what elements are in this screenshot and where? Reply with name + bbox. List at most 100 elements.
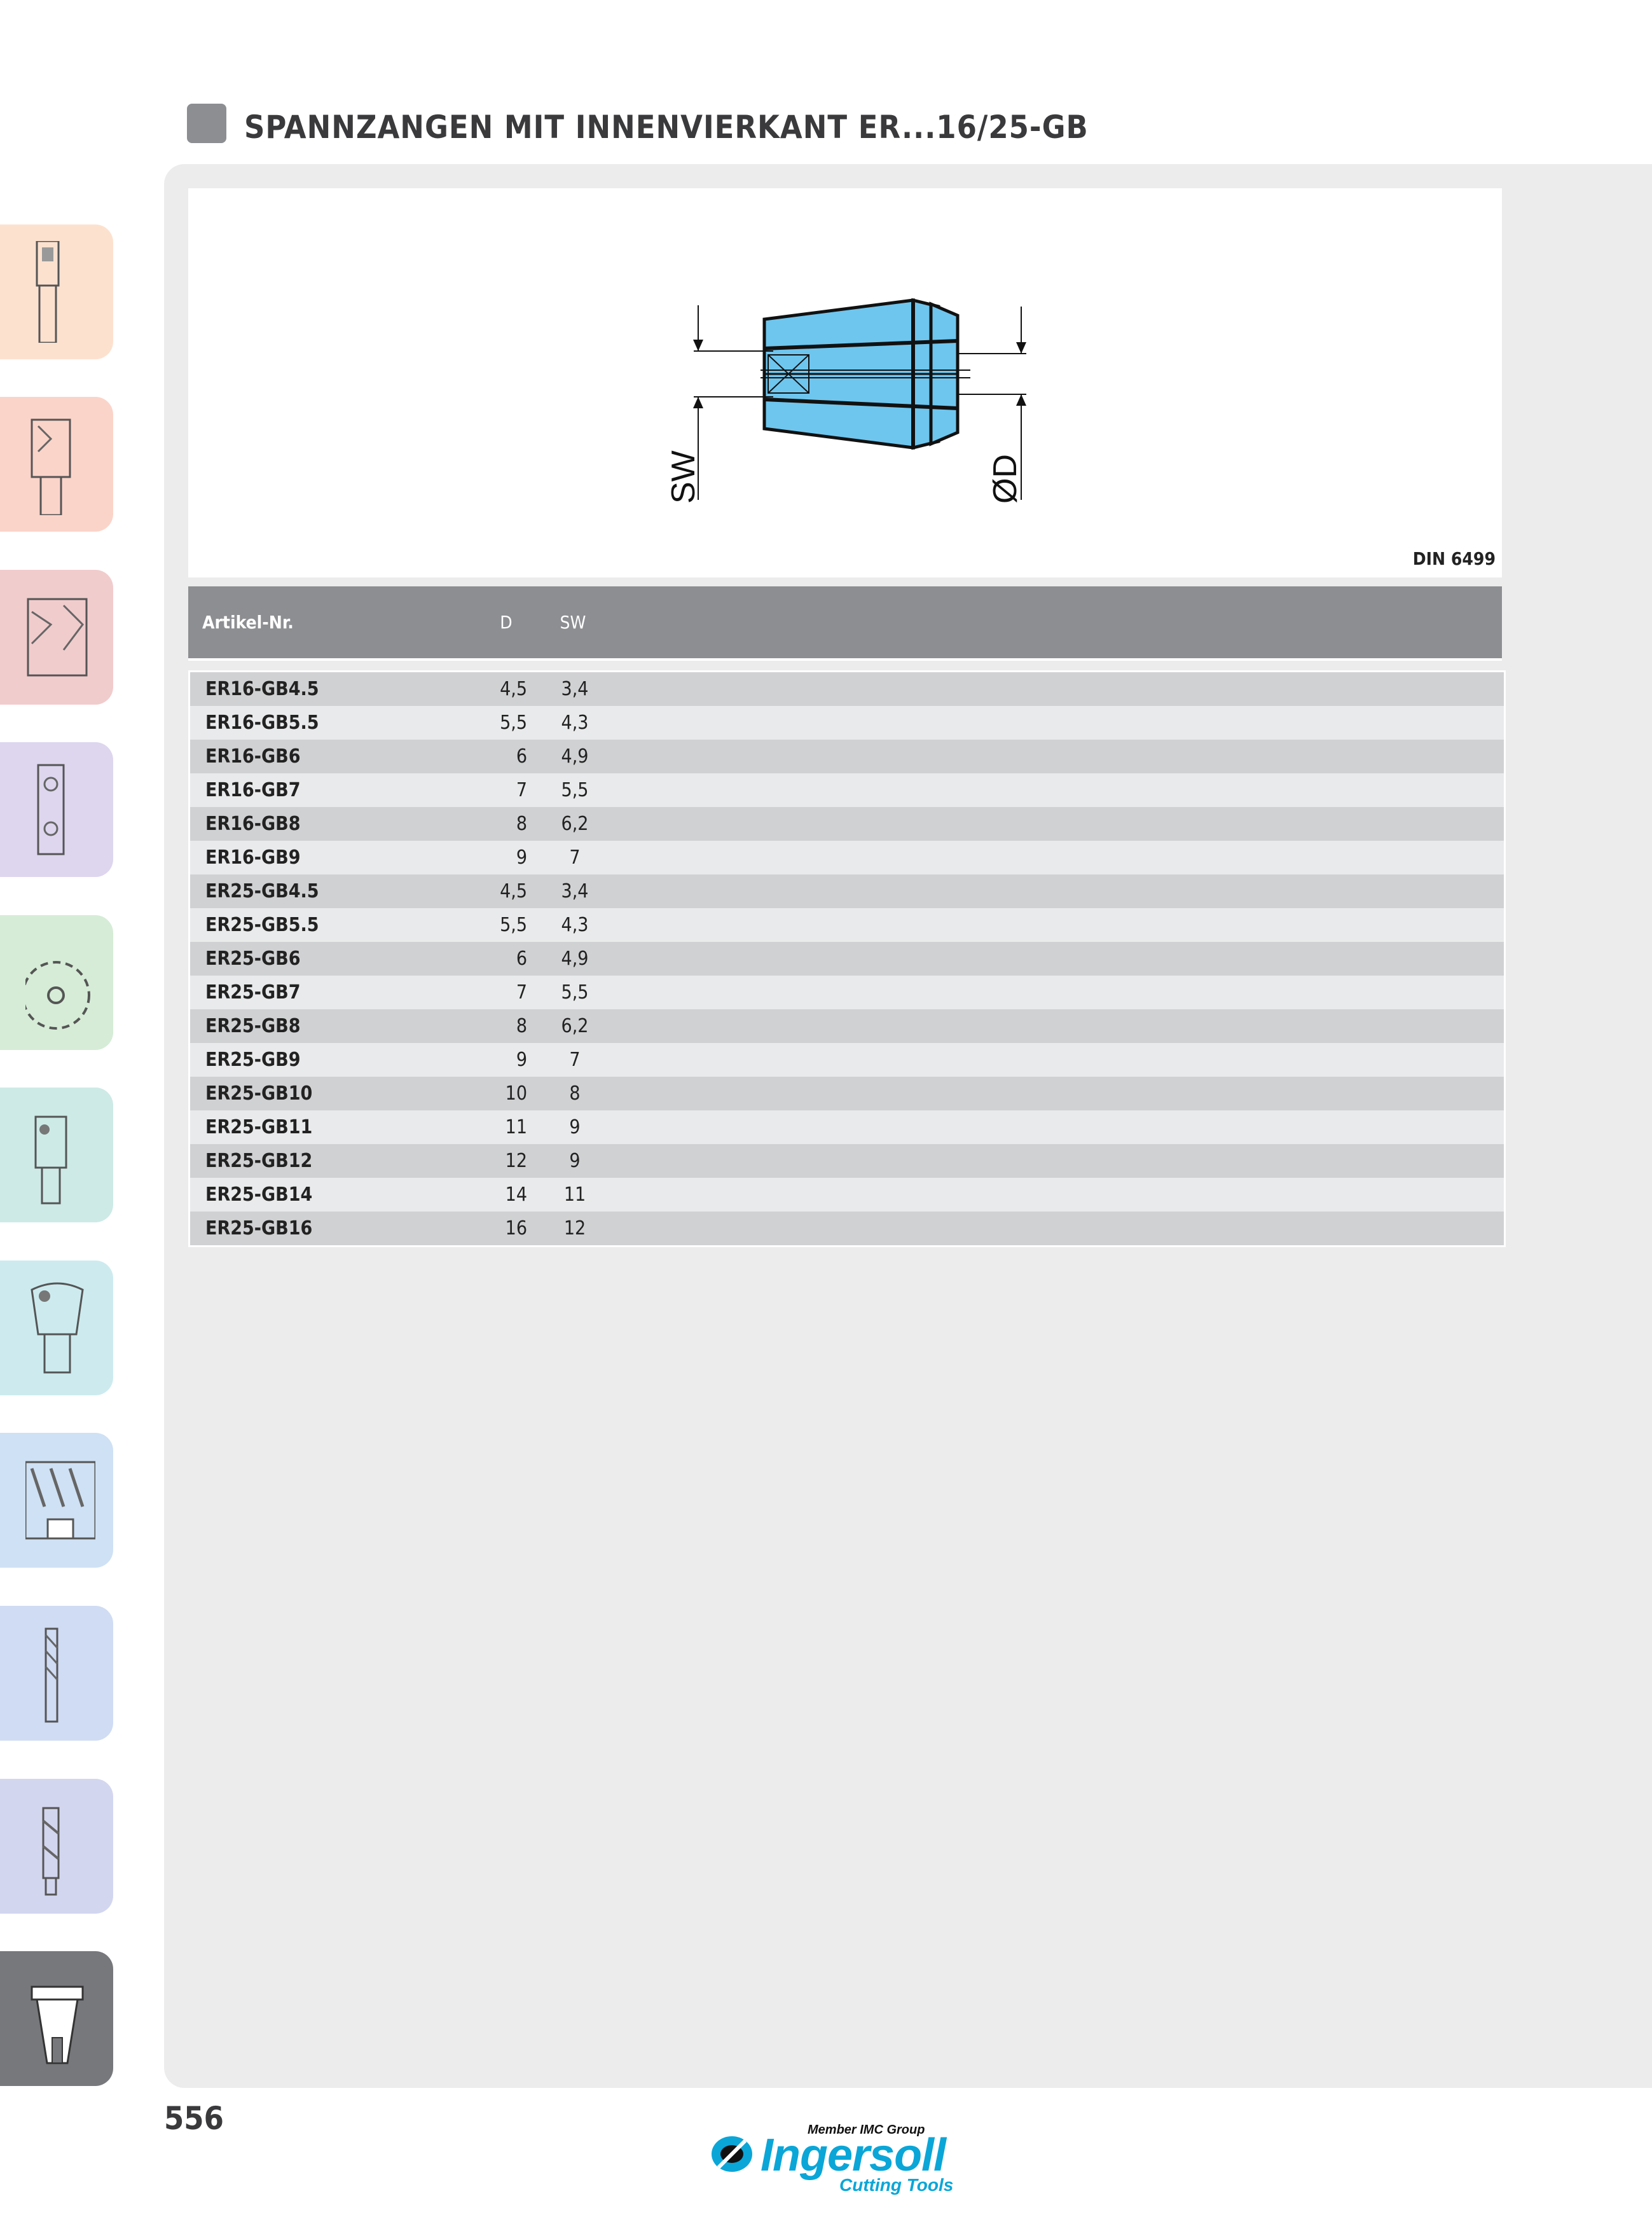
cell-article: ER16-GB8 [205,813,301,835]
cell-d: 10 [505,1082,527,1105]
end-mill-icon [36,241,60,343]
cell-sw: 9 [569,1150,581,1172]
cell-article: ER25-GB9 [205,1049,301,1071]
din-standard-label: DIN 6499 [1412,548,1496,569]
solid-carbide-drill-icon [45,1627,59,1723]
cell-sw: 4,9 [561,745,589,768]
cell-article: ER25-GB11 [205,1116,313,1138]
cell-d: 6 [516,745,527,768]
logo-sub: Cutting Tools [839,2175,954,2195]
table-row: ER25-GB6 6 4,9 [190,942,1504,976]
slot-mill-icon [37,764,65,855]
table-row: ER25-GB14 14 11 [190,1178,1504,1212]
cell-sw: 7 [569,1049,581,1071]
cell-article: ER25-GB8 [205,1015,301,1037]
cell-d: 5,5 [500,914,527,936]
sidebar-tab-shell-mills[interactable] [0,397,113,532]
page-number: 556 [164,2100,224,2137]
article-table: ER16-GB4.5 4,5 3,4 ER16-GB5.5 5,5 4,3 ER16-G… [188,670,1506,1247]
ingersoll-logo-mark-icon [712,2136,752,2172]
tool-holder-icon [31,1986,84,2064]
table-row: ER25-GB11 11 9 [190,1110,1504,1144]
table-row: ER25-GB12 12 9 [190,1144,1504,1178]
sidebar-tab-slot-mills[interactable] [0,742,113,877]
ingersoll-logo: Member IMC Group Ingersoll Cutting Tools [710,2123,977,2195]
cell-sw: 3,4 [561,880,589,902]
cell-sw: 6,2 [561,813,589,835]
sidebar-tab-indexable-end-mills[interactable] [0,1088,113,1222]
technical-drawing: SW ØD DIN 6499 [188,188,1502,577]
cell-d: 12 [505,1150,527,1172]
table-row: ER25-GB4.5 4,5 3,4 [190,874,1504,908]
cell-d: 7 [516,779,527,801]
cell-d: 5,5 [500,712,527,734]
indexable-drill-icon [42,1807,60,1896]
cell-article: ER25-GB14 [205,1184,313,1206]
cell-d: 4,5 [500,880,527,902]
cell-article: ER25-GB5.5 [205,914,319,936]
table-row: ER25-GB5.5 5,5 4,3 [190,908,1504,942]
cell-article: ER16-GB5.5 [205,712,319,734]
sidebar-tab-saw-blades[interactable] [0,915,113,1050]
sw-label: SW [665,450,702,504]
sidebar-tab-face-mills[interactable] [0,570,113,705]
cell-sw: 9 [569,1116,581,1138]
cell-d: 11 [505,1116,527,1138]
cell-d: 8 [516,1015,527,1037]
cell-sw: 4,3 [561,914,589,936]
sidebar-tab-porcupine-cutters[interactable] [0,1433,113,1568]
cell-sw: 12 [563,1217,586,1240]
shell-mill-icon [31,418,71,515]
cell-article: ER25-GB16 [205,1217,313,1240]
sidebar-tab-end-mills[interactable] [0,224,113,359]
sidebar-tab-indexable-drills[interactable] [0,1779,113,1914]
cell-article: ER25-GB6 [205,948,301,970]
cell-article: ER16-GB9 [205,846,301,869]
sidebar-tab-copy-mills[interactable] [0,1261,113,1395]
section-marker [187,104,226,143]
logo-member: Member IMC Group [808,2123,925,2137]
saw-blade-icon [25,961,90,1030]
cell-sw: 4,3 [561,712,589,734]
face-mill-icon [27,598,88,677]
sidebar-tab-solid-carbide-drills[interactable] [0,1606,113,1741]
cell-article: ER16-GB4.5 [205,678,319,700]
cell-d: 4,5 [500,678,527,700]
cell-article: ER25-GB12 [205,1150,313,1172]
cell-article: ER16-GB6 [205,745,301,768]
cell-d: 14 [505,1184,527,1206]
sidebar-tab-tool-holders[interactable] [0,1951,113,2086]
copy-mill-icon [31,1282,84,1374]
cell-sw: 5,5 [561,981,589,1004]
table-row: ER16-GB6 6 4,9 [190,740,1504,773]
cell-d: 9 [516,1049,527,1071]
table-row: ER25-GB9 9 7 [190,1043,1504,1077]
table-row: ER16-GB8 8 6,2 [190,807,1504,841]
cell-article: ER16-GB7 [205,779,301,801]
table-row: ER25-GB16 16 12 [190,1212,1504,1245]
table-header: Artikel-Nr. D SW [188,586,1502,661]
cell-d: 6 [516,948,527,970]
cell-sw: 7 [569,846,581,869]
cell-sw: 11 [563,1184,586,1206]
cell-article: ER25-GB7 [205,981,301,1004]
cell-d: 16 [505,1217,527,1240]
logo-name: Ingersoll [761,2130,946,2181]
cell-sw: 8 [569,1082,581,1105]
page-title: SPANNZANGEN MIT INNENVIERKANT ER...16/25… [244,109,1089,146]
collet-drawing-icon: SW ØD [665,298,1026,504]
cell-article: ER25-GB10 [205,1082,313,1105]
cell-sw: 4,9 [561,948,589,970]
cell-sw: 3,4 [561,678,589,700]
cell-sw: 5,5 [561,779,589,801]
cell-article: ER25-GB4.5 [205,880,319,902]
header-sw: SW [560,612,586,633]
header-d: D [500,612,513,633]
table-row: ER16-GB7 7 5,5 [190,773,1504,807]
cell-d: 8 [516,813,527,835]
porcupine-cutter-icon [25,1461,95,1540]
table-row: ER16-GB5.5 5,5 4,3 [190,706,1504,740]
header-artikel: Artikel-Nr. [202,612,294,633]
d-label: ØD [987,454,1024,504]
